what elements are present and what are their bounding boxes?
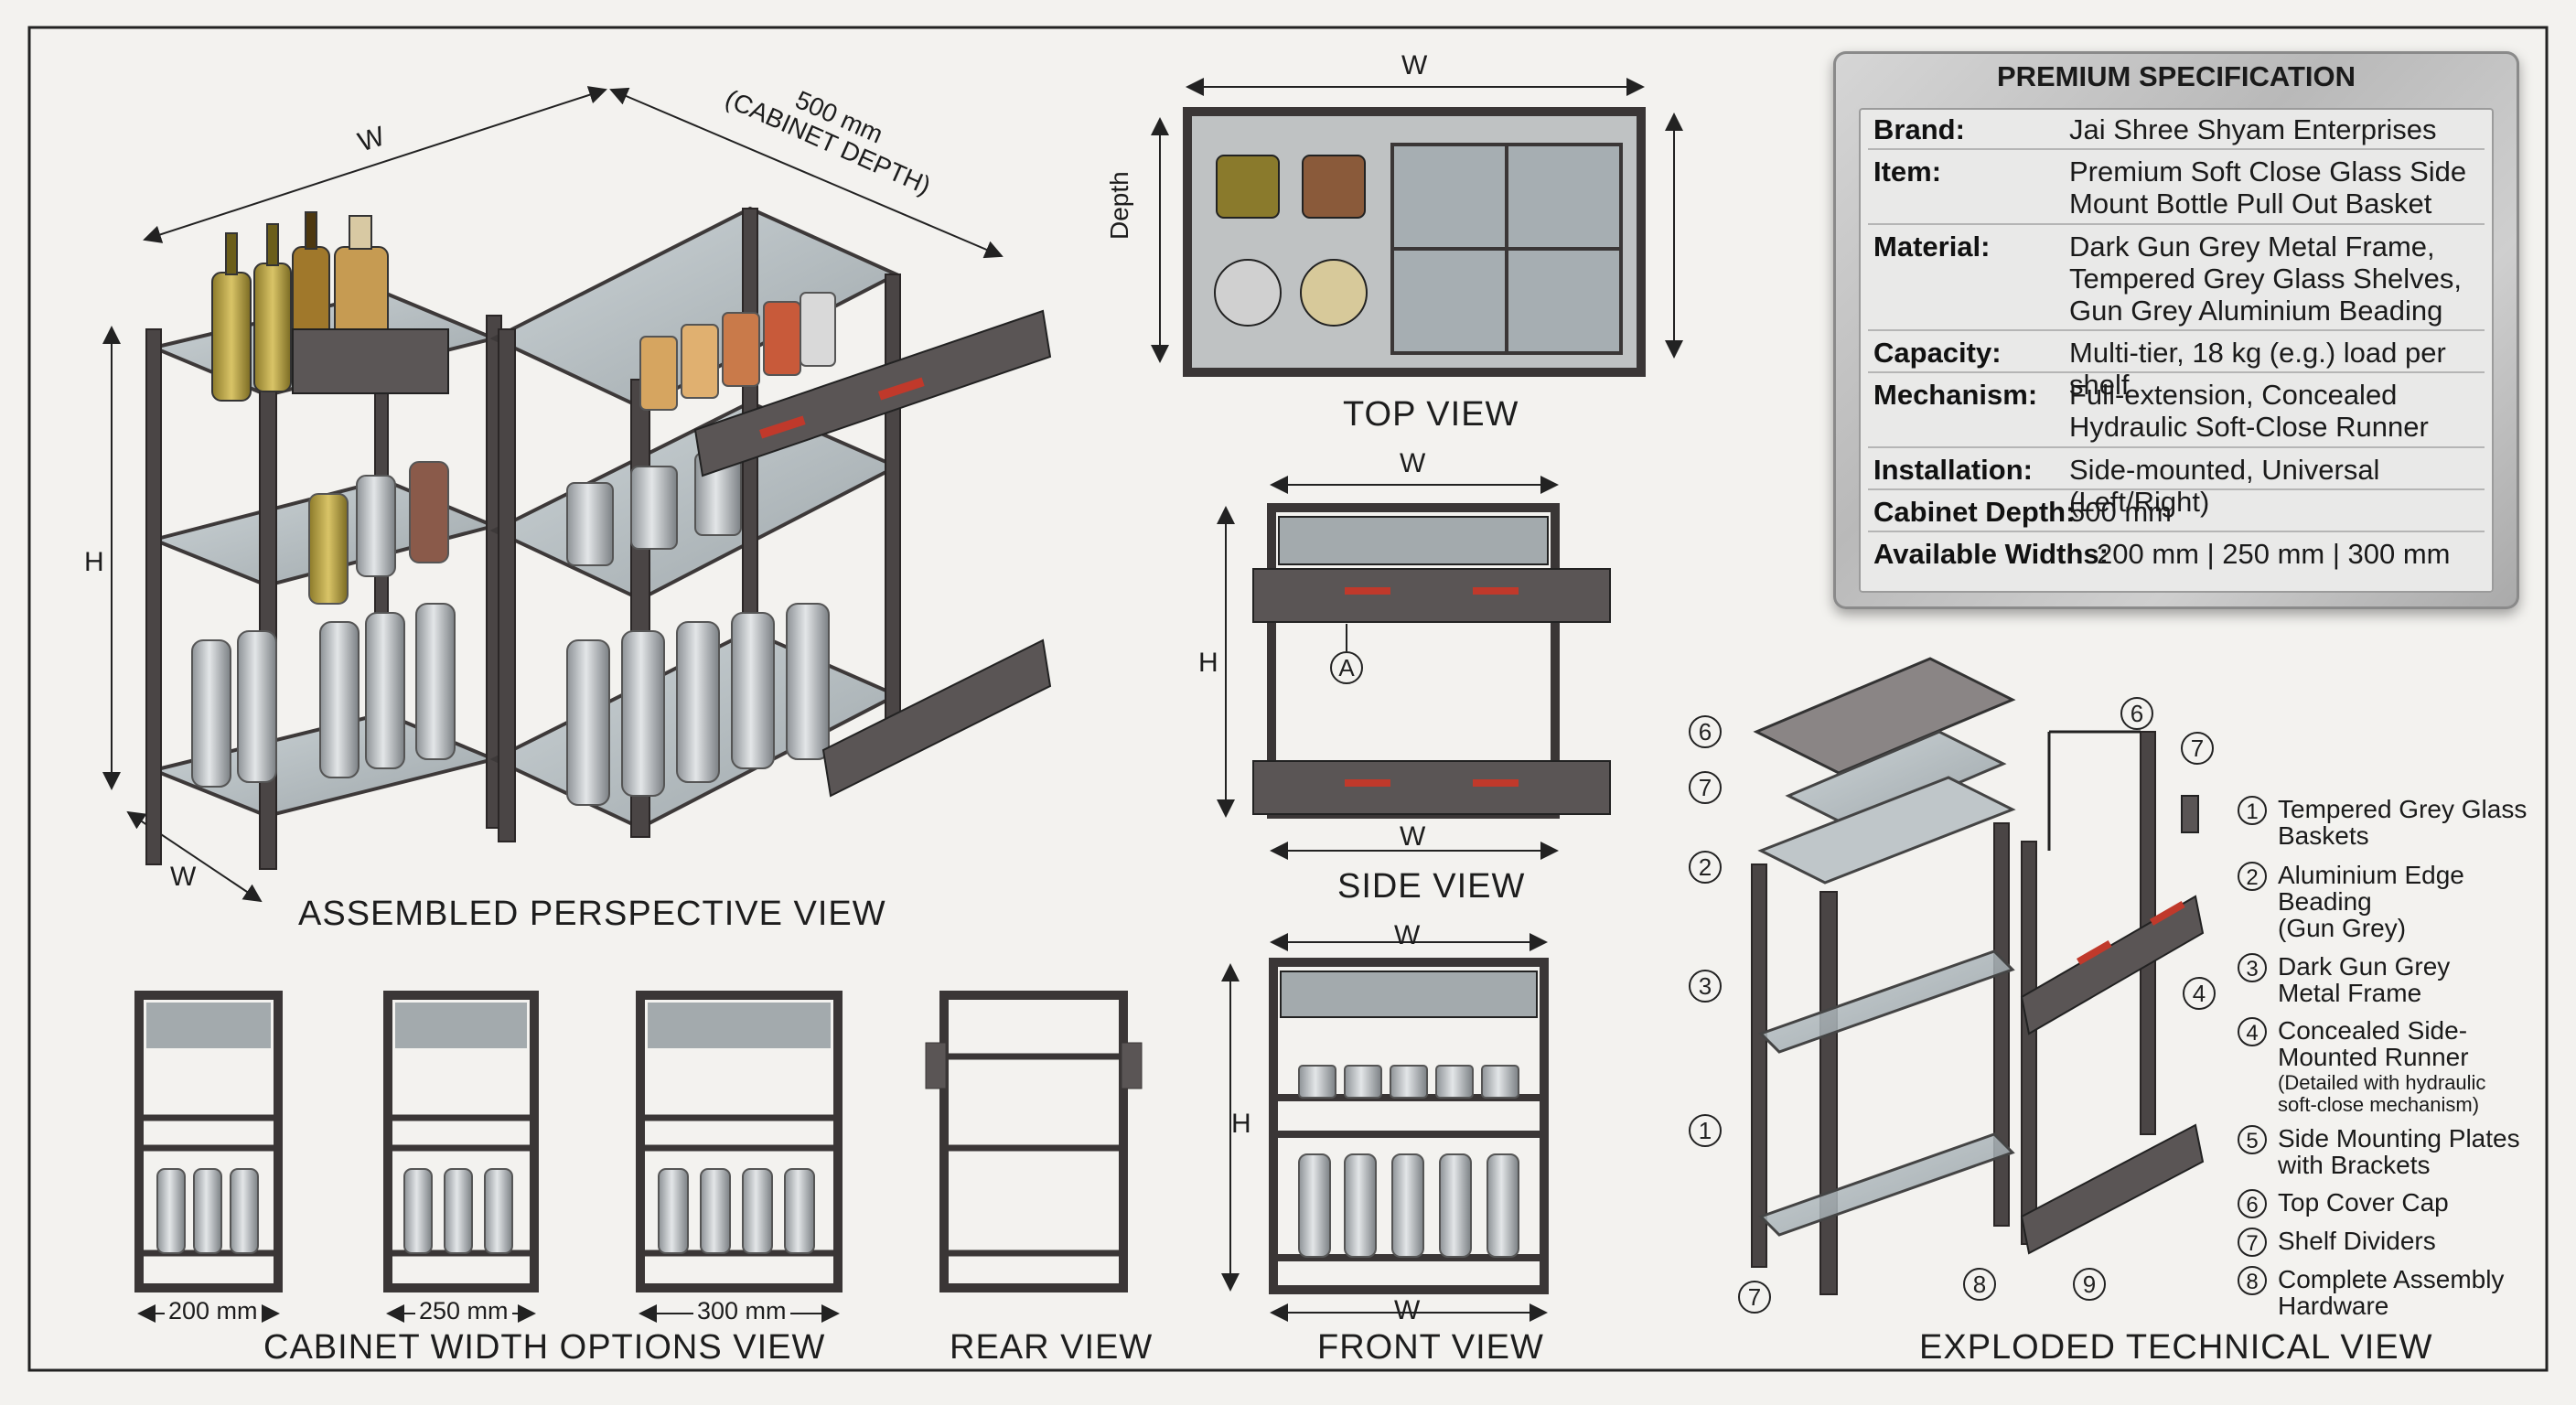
side-view-top-width-label: W (1400, 448, 1426, 478)
front-bottles (1298, 1153, 1519, 1258)
width-option-drawings (134, 991, 843, 1323)
exploded-callout-9: 9 (2073, 1268, 2106, 1301)
width-option-300 (636, 991, 843, 1292)
exploded-callout-8: 8 (1963, 1268, 1996, 1301)
canisters (566, 452, 742, 566)
front-view-bottom-width-label: W (1394, 1295, 1421, 1325)
side-view-callout-a: A (1330, 651, 1363, 684)
perspective-height-label: H (84, 547, 104, 577)
exploded-callout-7a: 7 (1689, 771, 1722, 804)
specification-panel: PREMIUM SPECIFICATION Brand:Jai Shree Sh… (1833, 51, 2519, 609)
legend-item-4: 4 Concealed Side- Mounted Runner (Detail… (2238, 1017, 2549, 1118)
exploded-top-cap (1753, 657, 2016, 775)
exploded-runner (2020, 895, 2205, 1035)
top-view-depth-label: Depth (1105, 171, 1133, 240)
exploded-callout-7c: 7 (2181, 732, 2214, 765)
exploded-callout-2: 2 (1689, 851, 1722, 884)
exploded-view-drawing (1751, 657, 2205, 1295)
top-tray (292, 328, 449, 394)
exploded-divider-tray (1785, 730, 2007, 830)
exploded-callout-6b: 6 (2120, 697, 2153, 730)
side-view-height-label: H (1198, 648, 1218, 678)
spec-row-capacity: Capacity:Multi-tier, 18 kg (e.g.) load p… (1868, 331, 2485, 401)
spec-row-cabinet-depth: Cabinet Depth:500 mm (1868, 490, 2485, 532)
spec-title: PREMIUM SPECIFICATION (1996, 60, 2356, 92)
dim-width-top (143, 86, 607, 243)
perspective-view-title: ASSEMBLED PERSPECTIVE VIEW (298, 895, 886, 933)
spec-row-brand: Brand:Jai Shree Shyam Enterprises (1868, 108, 2485, 150)
right-bottles (566, 603, 830, 806)
rear-view-drawing (925, 991, 1143, 1292)
side-view-bottom-width-label: W (1400, 821, 1426, 852)
front-view-title: FRONT VIEW (1317, 1328, 1544, 1367)
side-runner-bottom (1252, 760, 1611, 815)
exploded-view-title: EXPLODED TECHNICAL VIEW (1919, 1328, 2433, 1367)
perspective-bottom-width-label: W (170, 862, 197, 892)
spec-table: Brand:Jai Shree Shyam Enterprises Item:P… (1859, 108, 2494, 593)
exploded-callout-6a: 6 (1689, 715, 1722, 748)
legend-item-4-note: (Detailed with hydraulic soft-close mech… (2278, 1071, 2486, 1116)
front-view-drawing (1221, 933, 1549, 1322)
width-option-label-250: 250 mm (415, 1297, 512, 1325)
exploded-callout-1: 1 (1689, 1114, 1722, 1147)
perspective-runners (693, 309, 1052, 798)
spec-row-installation: Installation:Side-mounted, Universal (Le… (1868, 448, 2485, 518)
side-view-title: SIDE VIEW (1337, 867, 1526, 906)
bottom-bottles (191, 603, 456, 788)
width-option-label-200: 200 mm (165, 1297, 262, 1325)
spec-row-item: Item:Premium Soft Close Glass Side Mount… (1868, 150, 2485, 225)
exploded-callout-7b: 7 (1738, 1281, 1771, 1314)
exploded-bracket (2181, 795, 2199, 833)
sheet-border (27, 26, 2549, 1372)
width-option-250 (383, 991, 539, 1292)
side-runner-top (1252, 568, 1611, 623)
spec-row-material: Material:Dark Gun Grey Metal Frame, Temp… (1868, 225, 2485, 331)
runner-accents (759, 377, 925, 439)
side-view-drawing (1217, 476, 1611, 860)
width-option-label-300: 300 mm (693, 1297, 790, 1325)
exploded-callout-3: 3 (1689, 970, 1722, 1003)
rear-view-title: REAR VIEW (950, 1328, 1154, 1367)
top-view-width-label: W (1401, 50, 1428, 80)
exploded-callout-4: 4 (2183, 977, 2216, 1010)
mid-bottles (308, 461, 449, 605)
perspective-view (102, 86, 1052, 903)
front-view-height-label: H (1231, 1109, 1251, 1139)
spice-jars (639, 292, 836, 411)
spec-row-mechanism: Mechanism:Full-extension, Concealed Hydr… (1868, 373, 2485, 448)
top-view-drawing (1151, 78, 1683, 377)
dim-depth (609, 87, 1004, 259)
top-view-title: TOP VIEW (1343, 395, 1519, 434)
width-options-title: CABINET WIDTH OPTIONS VIEW (263, 1328, 826, 1367)
front-view-top-width-label: W (1394, 920, 1421, 950)
front-jars (1298, 1065, 1519, 1099)
spec-row-available-widths: Available Widths:200 mm | 250 mm | 300 m… (1873, 538, 2451, 570)
width-option-200 (134, 991, 283, 1292)
